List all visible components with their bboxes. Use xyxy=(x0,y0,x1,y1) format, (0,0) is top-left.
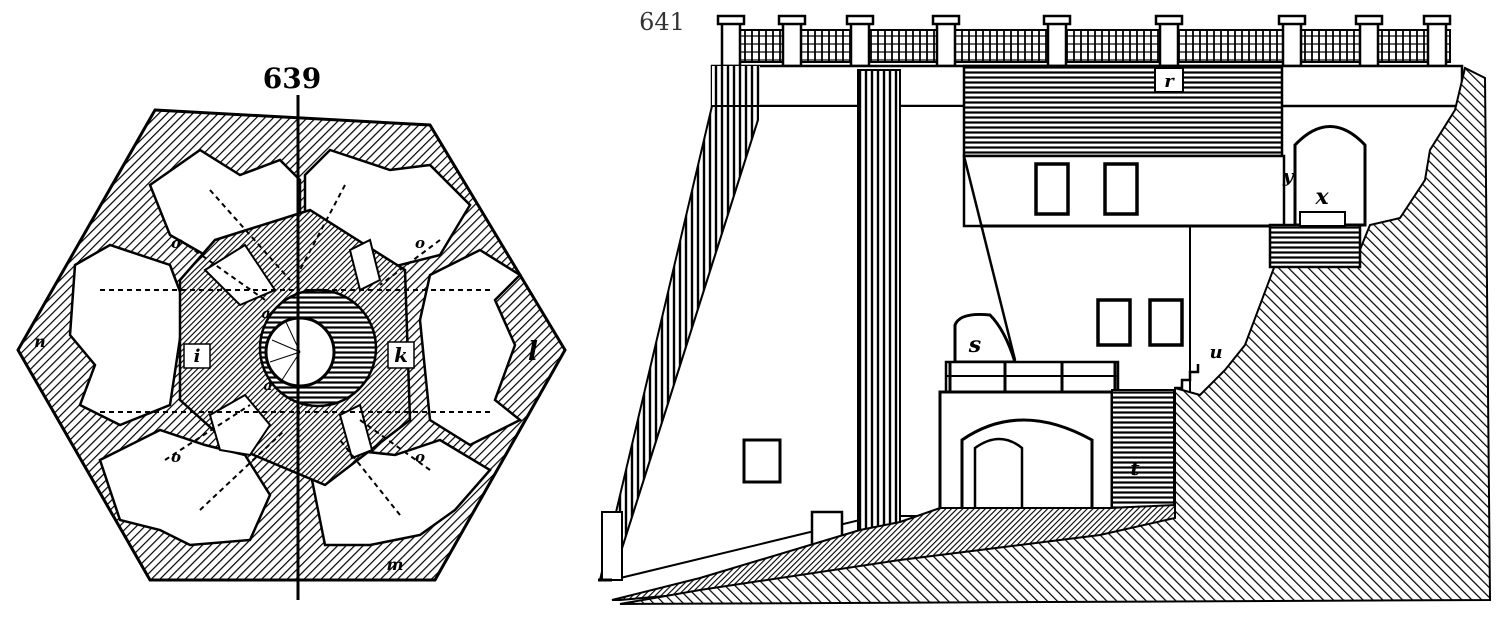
figure-number-639: 639 xyxy=(263,62,321,95)
vertical-pilaster xyxy=(857,69,901,541)
label-o-upper-right: o xyxy=(415,234,425,252)
label-a-upper: a xyxy=(261,306,270,322)
label-u: u xyxy=(1209,342,1222,363)
label-k: k xyxy=(394,343,408,367)
stair-t xyxy=(1111,389,1175,511)
upper-block xyxy=(962,64,1284,158)
label-a-lower: a xyxy=(263,378,272,394)
middle-window-1 xyxy=(1096,298,1132,347)
figure-number-641: 641 xyxy=(639,8,685,36)
upper-window-1 xyxy=(1034,162,1070,216)
label-x: x xyxy=(1314,184,1329,210)
plan-labels: i k l n m o o o o a a xyxy=(34,234,538,574)
rock-steps-u xyxy=(1175,364,1200,390)
figure-639-plan: 639 xyxy=(16,62,567,600)
upper-window-2 xyxy=(1103,162,1139,216)
wall-window-1 xyxy=(742,438,782,484)
label-y: y xyxy=(1282,166,1295,187)
label-o-lower-right: o xyxy=(415,448,425,466)
label-i: i xyxy=(194,346,201,367)
label-r: r xyxy=(1164,71,1175,92)
label-m: m xyxy=(387,555,404,574)
label-o-upper-left: o xyxy=(171,234,181,252)
label-n: n xyxy=(34,332,46,351)
label-s: s xyxy=(968,332,981,358)
label-o-lower-left: o xyxy=(171,448,181,466)
label-t: t xyxy=(1130,456,1140,480)
vault-dashed-lines xyxy=(100,184,490,516)
upper-arch-opening xyxy=(1293,125,1367,227)
gun-carriage-s xyxy=(953,313,1018,364)
top-railing xyxy=(721,29,1451,63)
middle-window-2 xyxy=(1148,298,1184,347)
figure-641-elevation: 641 r xyxy=(598,8,1492,605)
label-l: l xyxy=(528,337,538,367)
railing-posts xyxy=(716,14,1452,68)
rock-face xyxy=(619,66,1492,605)
